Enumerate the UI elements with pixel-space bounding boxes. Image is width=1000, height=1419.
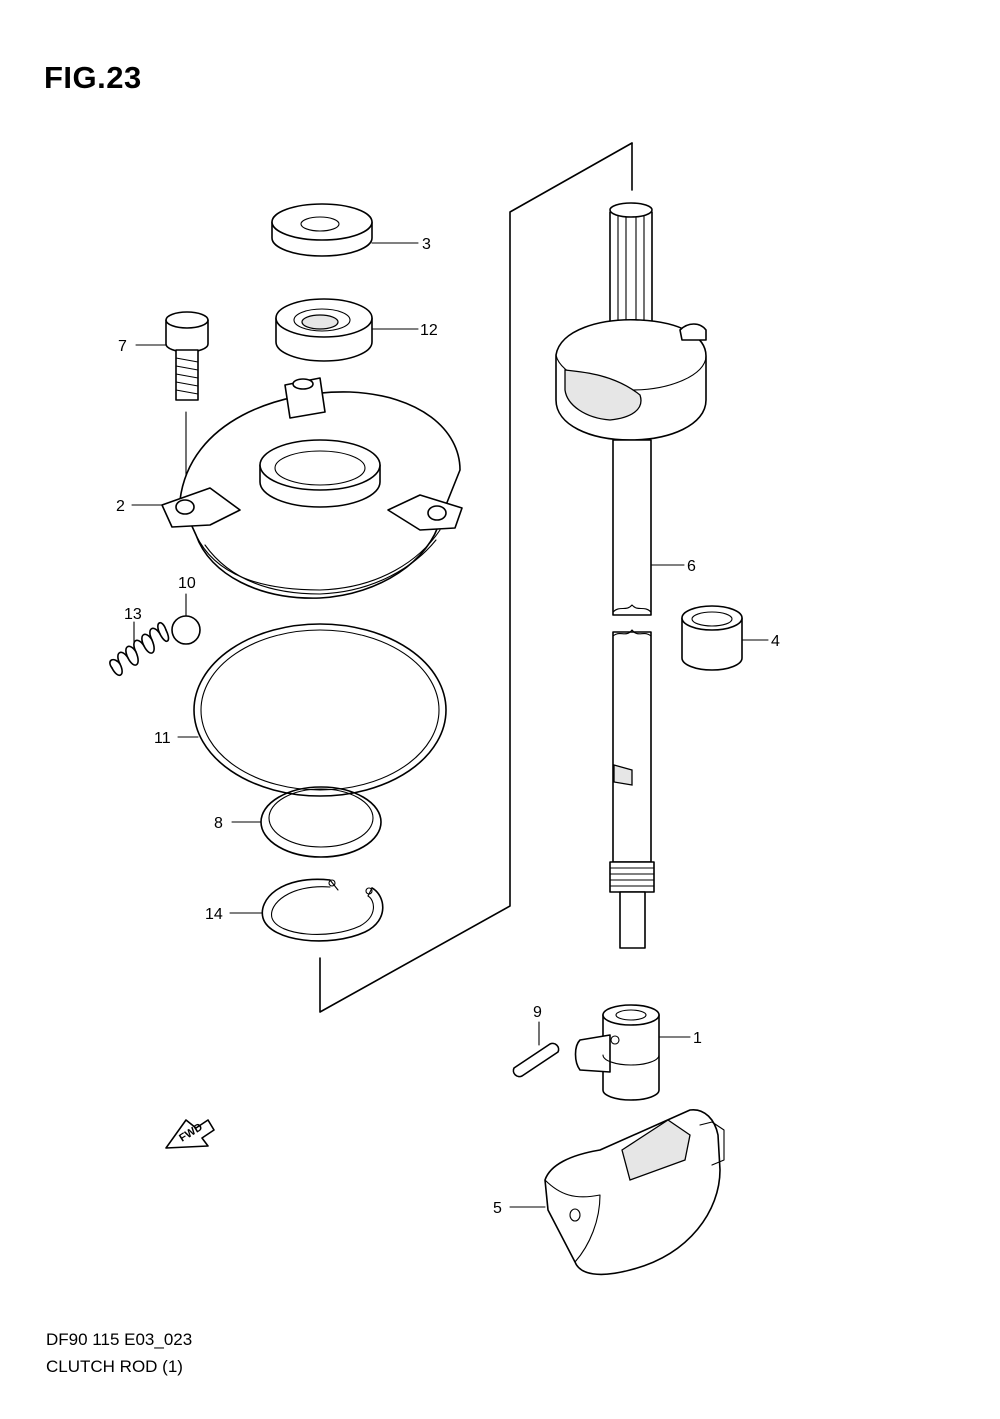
fwd-arrow-icon: FWD [165,1119,215,1149]
part-clutch-rod-6[interactable] [555,202,707,949]
figure-title: FIG.23 [44,60,142,95]
part-spring-13[interactable] [109,622,170,676]
assembly-bracket-line [319,142,633,1013]
callout-2: 2 [116,498,125,515]
part-snap-ring-14[interactable] [261,878,384,942]
diagram-code: DF90 115 E03_023 [46,1330,193,1349]
callout-7: 7 [118,338,127,355]
callout-12: 12 [420,322,438,339]
callout-13: 13 [124,606,142,623]
callout-4: 4 [771,633,780,650]
part-bolt-7[interactable] [165,311,209,481]
callout-3: 3 [422,236,431,253]
part-oil-seal-12[interactable] [275,298,373,362]
part-connector-1[interactable] [574,1004,660,1101]
callout-11: 11 [154,730,171,747]
callout-14: 14 [205,906,223,923]
callout-9: 9 [533,1004,542,1021]
diagram-name: CLUTCH ROD (1) [46,1357,183,1376]
callout-1: 1 [693,1030,702,1047]
callout-8: 8 [214,815,223,832]
part-washer-3[interactable] [271,203,373,257]
callout-10: 10 [178,575,196,592]
part-bushing-4[interactable] [681,605,743,671]
callout-6: 6 [687,558,696,575]
part-clutch-lever-5[interactable] [544,1109,725,1276]
leader-lines [131,242,769,1208]
part-ring-8[interactable] [260,786,382,858]
part-ball-10[interactable] [171,615,201,645]
part-housing-2[interactable] [161,377,463,599]
callout-5: 5 [493,1200,502,1217]
part-o-ring-11[interactable] [193,623,447,797]
part-pin-9[interactable] [512,1042,560,1078]
